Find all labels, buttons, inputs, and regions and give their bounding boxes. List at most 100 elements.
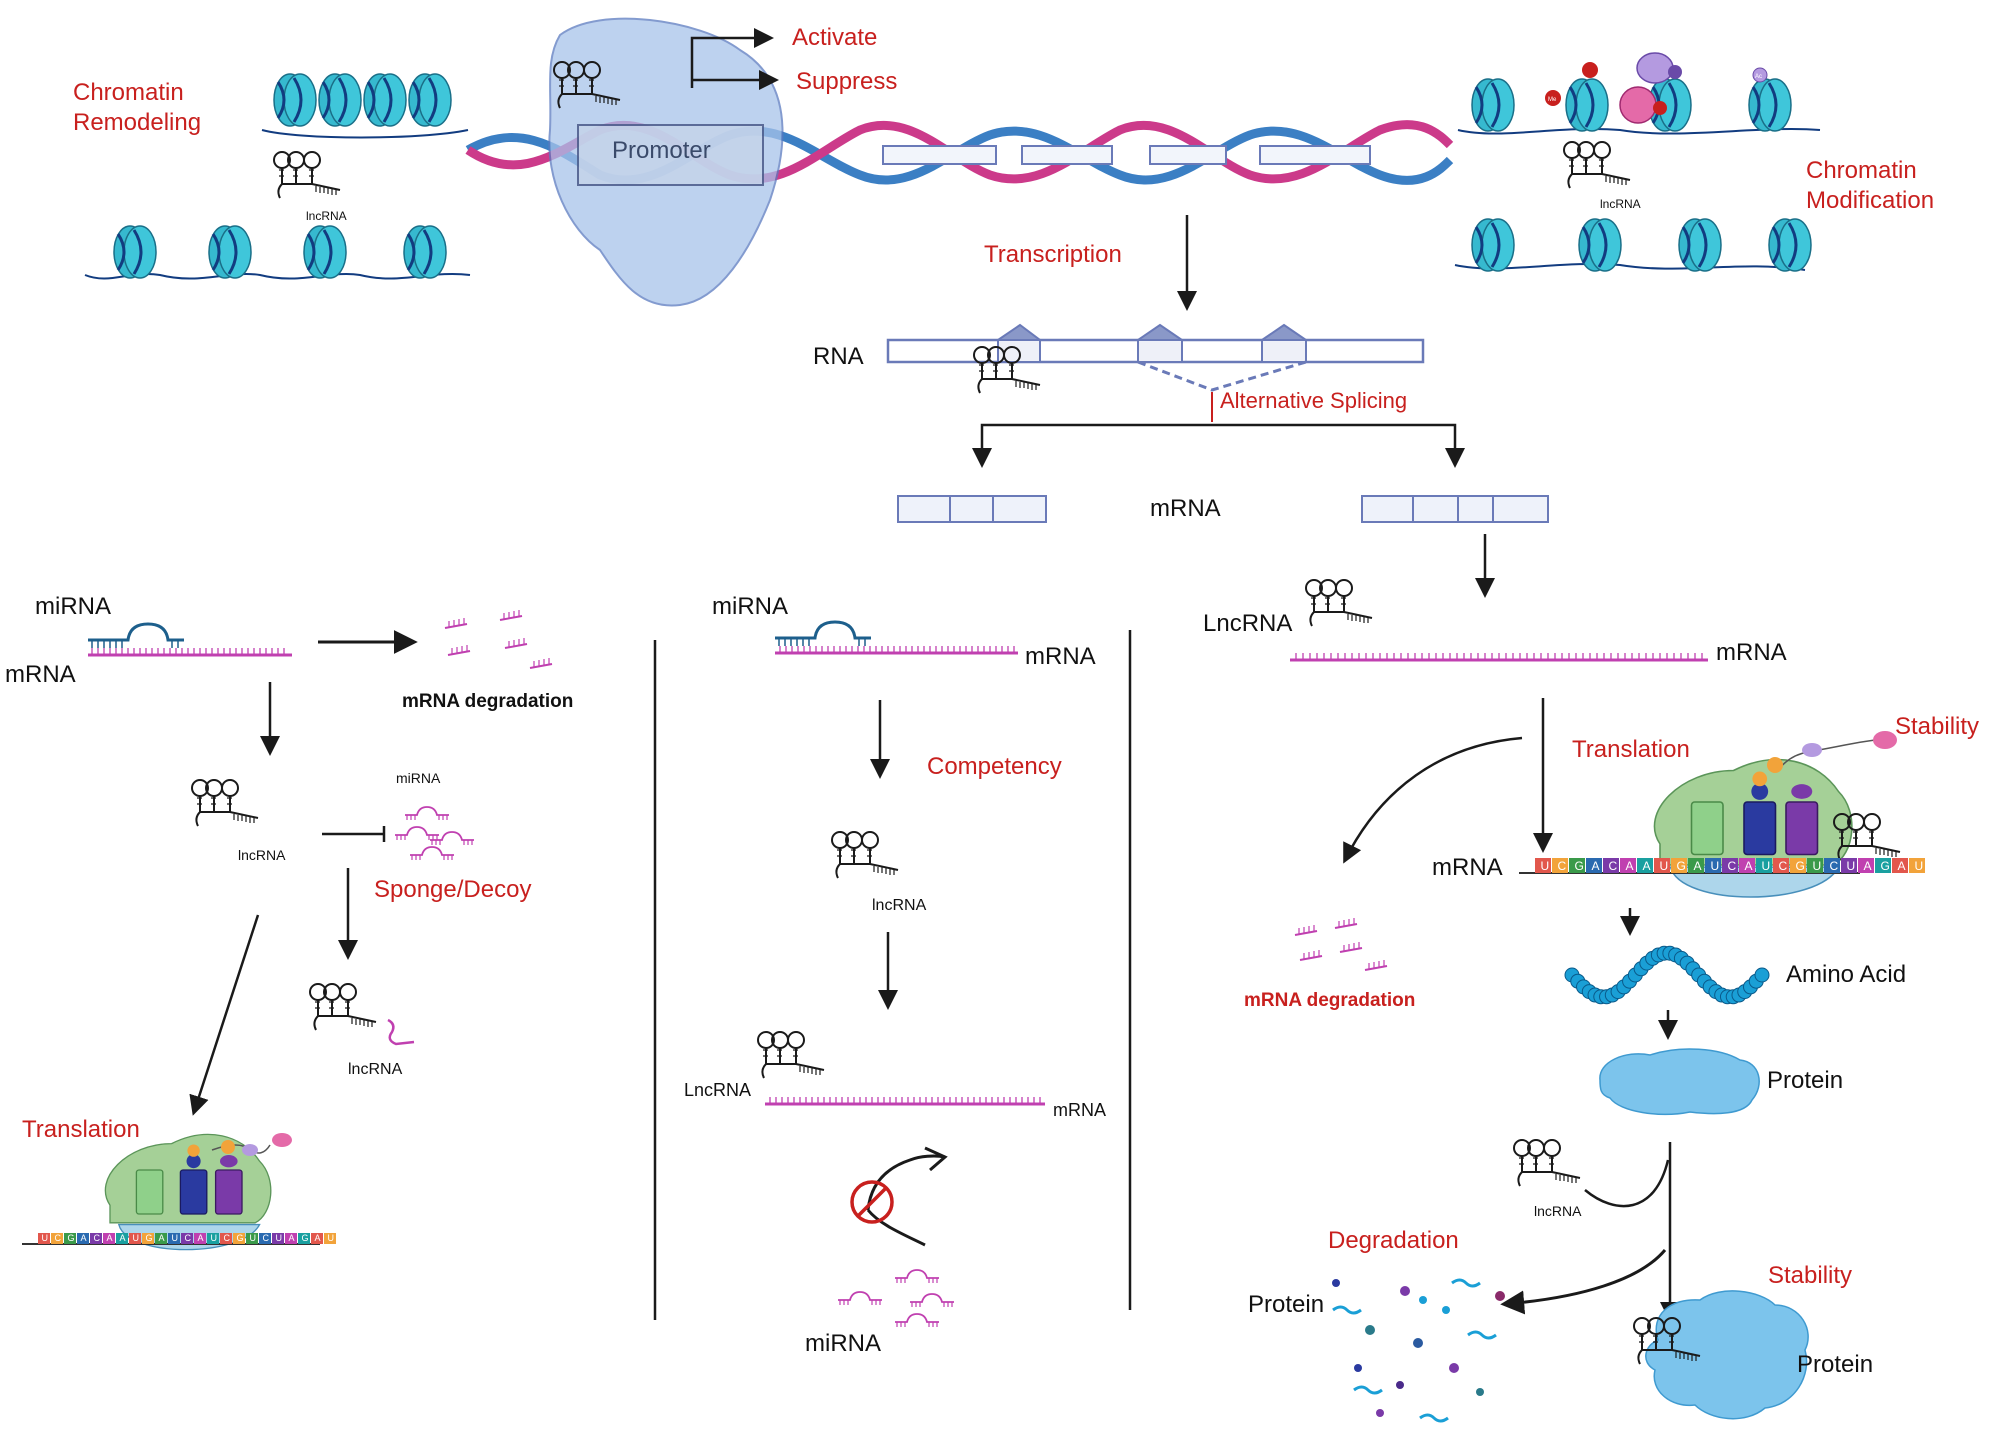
open-chromatin-right — [1454, 217, 1813, 273]
chromatin-remodeling-label-2: Remodeling — [73, 109, 201, 136]
bound-mirna-mark — [387, 1018, 415, 1046]
codon-letter: U — [328, 1233, 335, 1243]
mrna-label-center: mRNA — [1025, 643, 1096, 670]
codon-letter: A — [120, 1233, 126, 1243]
mirna-bound-left-icon — [86, 622, 186, 650]
amino-acid-chain — [1564, 945, 1770, 1005]
codon-letter: U — [42, 1233, 49, 1243]
suppress-label: Suppress — [796, 68, 897, 95]
chromatin-remodeling-label-1: Chromatin — [73, 79, 184, 106]
mrna-label-center-2: mRNA — [1053, 1100, 1106, 1120]
codon-block — [1603, 858, 1619, 873]
codon-letter: U — [1711, 859, 1720, 873]
mrna-strand-center — [775, 646, 1018, 655]
codon-block — [1705, 858, 1721, 873]
degraded-protein-fragments — [1332, 1278, 1505, 1423]
translation-label-left: Translation — [22, 1116, 140, 1143]
chromatin-modification-label-1: Chromatin — [1806, 157, 1917, 184]
codon-letter: C — [1830, 859, 1839, 873]
codon-block — [1671, 858, 1687, 873]
stability-label-bottom: Stability — [1768, 1262, 1852, 1289]
folded-protein-top — [1599, 1048, 1760, 1116]
codon-letter: A — [1626, 859, 1634, 873]
ribosome-right — [1653, 758, 1853, 898]
codon-block — [1875, 858, 1891, 873]
lncrna-label-center: LncRNA — [684, 1080, 751, 1100]
me-mark-label: Me — [1548, 97, 1557, 103]
mrna-center-label: mRNA — [1150, 495, 1221, 522]
lncrna-modification-icon — [1563, 141, 1631, 189]
codon-block — [220, 1233, 232, 1244]
mrna-label-left: mRNA — [5, 661, 76, 688]
codon-block — [272, 1233, 284, 1244]
codon-block — [1620, 858, 1636, 873]
right-degradation-arrow — [1343, 736, 1523, 864]
mrna-isoform-right — [1361, 495, 1549, 523]
competency-label: Competency — [927, 753, 1062, 780]
codon-block — [298, 1233, 310, 1244]
lncrna-remodeling-icon — [273, 151, 341, 199]
protein-label-degraded: Protein — [1248, 1291, 1324, 1318]
stability-label-top: Stability — [1895, 713, 1979, 740]
mrna-label-ribosome: mRNA — [1432, 854, 1503, 881]
lncrna-sponge-icon — [191, 779, 259, 827]
codon-block — [116, 1233, 128, 1244]
promoter-box — [577, 124, 764, 186]
codon-block — [1892, 858, 1908, 873]
ribosome-left-peptide — [211, 1133, 292, 1156]
mirna-label-left: miRNA — [35, 593, 111, 620]
activate-arrow — [690, 28, 774, 88]
translation-label-right: Translation — [1572, 736, 1690, 763]
lncrna-label-right: LncRNA — [1203, 610, 1292, 637]
codon-letter: C — [263, 1233, 270, 1243]
codon-letter: A — [289, 1233, 295, 1243]
codon-letter: A — [1643, 859, 1651, 873]
codon-letter: G — [1677, 859, 1686, 873]
open-chromatin — [84, 224, 471, 280]
degradation-label: Degradation — [1328, 1227, 1459, 1254]
codon-block — [246, 1233, 258, 1244]
lncrna-remodeling-label: lncRNA — [306, 209, 347, 223]
codon-letter: G — [1881, 859, 1890, 873]
codon-block — [181, 1233, 193, 1244]
codon-letter: A — [81, 1233, 87, 1243]
codon-block — [1909, 858, 1925, 873]
codon-letter: C — [55, 1233, 62, 1243]
lncrna-bound-mirna-icon — [309, 983, 377, 1031]
codon-block — [1569, 858, 1585, 873]
mirna-label-center: miRNA — [712, 593, 788, 620]
codon-letter: A — [1694, 859, 1702, 873]
mirna-label-center-bottom: miRNA — [805, 1330, 881, 1357]
codon-block — [1722, 858, 1738, 873]
alternative-splicing-label: Alternative Splicing — [1220, 388, 1407, 413]
codon-block — [1654, 858, 1670, 873]
ac-mark-label: Ac — [1755, 74, 1762, 80]
lncrna-modification-label: lncRNA — [1600, 197, 1641, 211]
codon-letter: C — [185, 1233, 192, 1243]
codon-letter: A — [1864, 859, 1872, 873]
codon-letter: U — [172, 1233, 179, 1243]
codon-letter: U — [211, 1233, 218, 1243]
chromatin-modification-label-2: Modification — [1806, 187, 1934, 214]
codon-letter: G — [68, 1233, 75, 1243]
codon-block — [324, 1233, 336, 1244]
splice-branch-left — [972, 423, 1212, 468]
codon-letter: U — [1813, 859, 1822, 873]
protein-degradation-arrow — [1500, 1249, 1667, 1315]
lncrna-competency-label: lncRNA — [872, 897, 927, 914]
codon-letter: A — [315, 1233, 321, 1243]
codon-block — [155, 1233, 167, 1244]
mrna-label-right: mRNA — [1716, 639, 1787, 666]
mrna-fragments-left — [444, 609, 553, 669]
sponge-decoy-label: Sponge/Decoy — [374, 876, 531, 903]
codon-letter: U — [1541, 859, 1550, 873]
amino-acid-bead — [1754, 967, 1770, 983]
codon-block — [90, 1233, 102, 1244]
stabilized-protein — [1645, 1290, 1809, 1420]
codon-letter: C — [224, 1233, 231, 1243]
codon-block — [1824, 858, 1840, 873]
codon-block — [103, 1233, 115, 1244]
blocked-binding-icon — [850, 1146, 948, 1247]
activate-label: Activate — [792, 24, 877, 51]
